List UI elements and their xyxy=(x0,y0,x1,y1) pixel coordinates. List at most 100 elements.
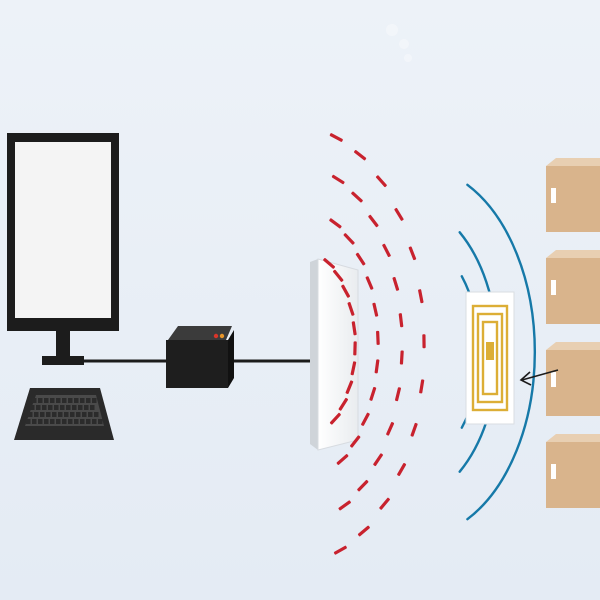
package-box-icon xyxy=(546,434,600,508)
keyboard-key xyxy=(40,412,45,417)
rf-field-dash xyxy=(345,380,354,394)
rf-field-dash xyxy=(329,218,342,229)
keyboard-key xyxy=(80,398,85,403)
keyboard-key xyxy=(48,405,53,410)
keyboard-key xyxy=(44,398,49,403)
keyboard-key xyxy=(84,405,89,410)
coil-loop xyxy=(476,312,504,404)
keyboard-key xyxy=(80,419,85,424)
rf-field-dash xyxy=(392,276,400,291)
keyboard-key xyxy=(60,405,65,410)
rf-field-dash xyxy=(373,453,383,467)
keyboard-key xyxy=(76,412,81,417)
box-top xyxy=(546,342,600,350)
keyboard-key xyxy=(86,398,91,403)
rf-field-dash xyxy=(357,525,370,537)
keyboard-key xyxy=(64,412,69,417)
rf-field-dash xyxy=(422,334,426,349)
rf-field-dashes xyxy=(323,133,426,555)
keyboard-key xyxy=(74,419,79,424)
rf-field-dash xyxy=(419,379,425,394)
keyboard-key xyxy=(32,419,37,424)
keyboard-key xyxy=(98,419,103,424)
box-label xyxy=(551,188,556,203)
keyboard-key xyxy=(38,398,43,403)
rf-field-dash xyxy=(329,133,343,142)
status-led-red xyxy=(213,333,219,339)
keyboard-key xyxy=(26,419,31,424)
keyboard-key xyxy=(62,398,67,403)
monitor-neck xyxy=(56,331,70,359)
rf-field-dash xyxy=(395,387,401,402)
rf-field-dash xyxy=(338,397,349,411)
coil-loop xyxy=(481,320,499,396)
response-arc xyxy=(466,183,536,521)
keyboard-key xyxy=(56,398,61,403)
keyboard-key xyxy=(50,398,55,403)
keyboard-key xyxy=(90,405,95,410)
rf-field-dash xyxy=(332,269,344,282)
box-top xyxy=(546,158,600,166)
keyboard-icon xyxy=(14,388,114,440)
package-box-icon xyxy=(546,158,600,232)
box-top xyxy=(546,250,600,258)
keyboard-key xyxy=(92,419,97,424)
faint-decoration-icon xyxy=(386,24,412,62)
keyboard-key xyxy=(38,419,43,424)
keyboard-key xyxy=(88,412,93,417)
rf-field-dash xyxy=(410,422,418,437)
keyboard-key xyxy=(30,405,35,410)
rf-field-dash xyxy=(354,150,367,161)
keyboard-key xyxy=(36,405,41,410)
keyboard-key xyxy=(46,412,51,417)
rf-field-dash xyxy=(408,246,417,261)
rf-field-dash xyxy=(341,284,351,298)
rf-field-dash xyxy=(399,350,404,365)
rf-field-dash xyxy=(351,321,357,336)
box-label xyxy=(551,280,556,295)
arrow-left-icon xyxy=(519,369,559,386)
keyboard-key xyxy=(92,398,97,403)
monitor-screen xyxy=(15,142,111,318)
keyboard-key xyxy=(34,412,39,417)
rf-field-dash xyxy=(336,454,349,465)
rf-field-dash xyxy=(331,174,345,185)
rf-field-dash xyxy=(365,276,374,290)
rf-field-dash xyxy=(368,214,379,228)
keyboard-key xyxy=(56,419,61,424)
keyboard-key xyxy=(50,419,55,424)
rf-field-dash xyxy=(397,462,407,477)
reader-controller-icon xyxy=(166,326,234,388)
rf-field-dash xyxy=(361,412,370,426)
rf-field-dash xyxy=(329,412,341,425)
keyboard-key xyxy=(74,398,79,403)
rf-field-dash xyxy=(338,500,351,511)
rf-field-dash xyxy=(347,302,355,316)
rf-field-dash xyxy=(357,479,369,492)
status-led-orange xyxy=(219,333,225,339)
rf-field-dash xyxy=(386,422,395,436)
rfid-tag-icon xyxy=(465,291,515,425)
rf-field-dash xyxy=(376,330,380,345)
rf-field-dash xyxy=(350,361,357,376)
keyboard-key xyxy=(72,405,77,410)
rf-field-dash xyxy=(379,497,390,510)
rf-field-dash xyxy=(343,233,355,245)
keyboard-key xyxy=(68,419,73,424)
box-label xyxy=(551,372,556,387)
package-box-icon xyxy=(546,342,600,416)
rf-field-dash xyxy=(351,191,363,203)
keyboard-key xyxy=(86,419,91,424)
tag-chip xyxy=(486,342,494,360)
tag-antenna-coil xyxy=(471,304,509,412)
keyboard-key xyxy=(54,405,59,410)
keyboard-key xyxy=(42,405,47,410)
package-box-icon xyxy=(546,250,600,324)
rf-field-dash xyxy=(398,313,404,328)
keyboard-key xyxy=(68,398,73,403)
rf-field-dash xyxy=(355,252,366,266)
rf-field-dash xyxy=(394,207,404,221)
keyboard-key xyxy=(52,412,57,417)
package-boxes xyxy=(546,158,600,508)
